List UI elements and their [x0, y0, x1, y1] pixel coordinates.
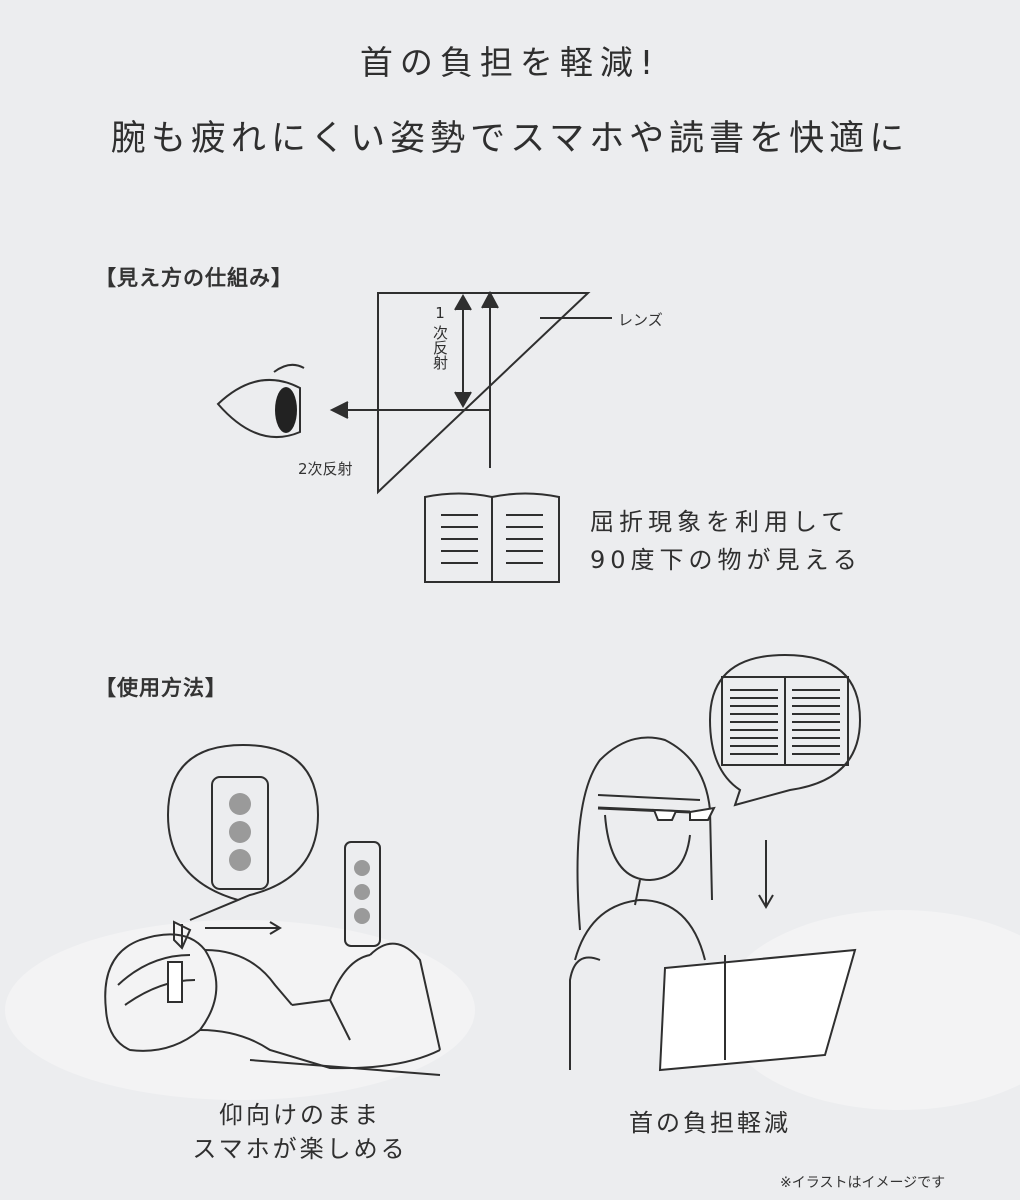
illustration-footnote: ※イラストはイメージです — [780, 1175, 946, 1191]
mechanism-section-title: 【見え方の仕組み】 — [95, 266, 293, 290]
headline-title: 首の負担を軽減! — [359, 43, 661, 82]
lying-person-figure — [104, 920, 441, 1076]
eye-pupil — [275, 387, 297, 433]
mechanism-explanation-line1: 屈折現象を利用して — [590, 508, 851, 536]
first-reflection-label: 次反射 — [431, 325, 449, 370]
eye-icon — [216, 379, 301, 439]
book-icon — [424, 492, 560, 583]
usage-section-title: 【使用方法】 — [95, 676, 227, 700]
book-speech-bubble — [708, 653, 862, 807]
lens-label: レンズ — [618, 311, 663, 329]
prism-lens — [377, 292, 591, 495]
usage-caption-left-line2: スマホが楽しめる — [192, 1135, 408, 1163]
phone-speech-bubble — [166, 743, 320, 921]
second-reflection-label: 2次反射 — [298, 460, 353, 478]
usage-caption-right: 首の負担軽減 — [629, 1109, 791, 1137]
smartphone-icon — [344, 841, 381, 947]
held-book-icon — [658, 948, 857, 1072]
usage-caption-left-line1: 仰向けのまま — [219, 1101, 381, 1129]
mechanism-explanation-line2: 90度下の物が見える — [590, 546, 862, 574]
headline-subtitle: 腕も疲れにくい姿勢でスマホや読書を快適に — [110, 119, 910, 159]
first-reflection-number: 1 — [435, 304, 445, 322]
